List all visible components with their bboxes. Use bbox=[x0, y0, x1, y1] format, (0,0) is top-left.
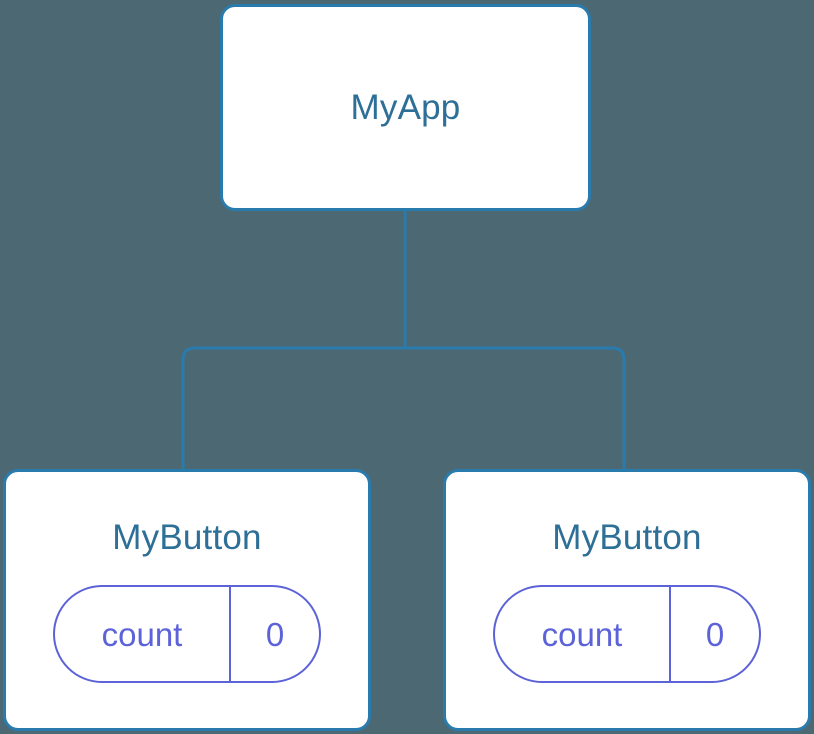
state-key: count bbox=[55, 587, 231, 681]
edge-to-child-left bbox=[181, 346, 405, 470]
state-key: count bbox=[495, 587, 671, 681]
edge-to-child-right bbox=[405, 346, 626, 470]
node-mybutton-1[interactable]: MyButton count 0 bbox=[3, 469, 371, 731]
state-badge[interactable]: count 0 bbox=[493, 585, 761, 683]
node-myapp[interactable]: MyApp bbox=[220, 4, 591, 211]
node-title: MyApp bbox=[350, 88, 461, 127]
node-title: MyButton bbox=[112, 518, 262, 557]
node-title: MyButton bbox=[552, 518, 702, 557]
state-value: 0 bbox=[265, 615, 285, 653]
node-mybutton-2[interactable]: MyButton count 0 bbox=[443, 469, 811, 731]
state-badge[interactable]: count 0 bbox=[53, 585, 321, 683]
state-value: 0 bbox=[705, 615, 725, 653]
